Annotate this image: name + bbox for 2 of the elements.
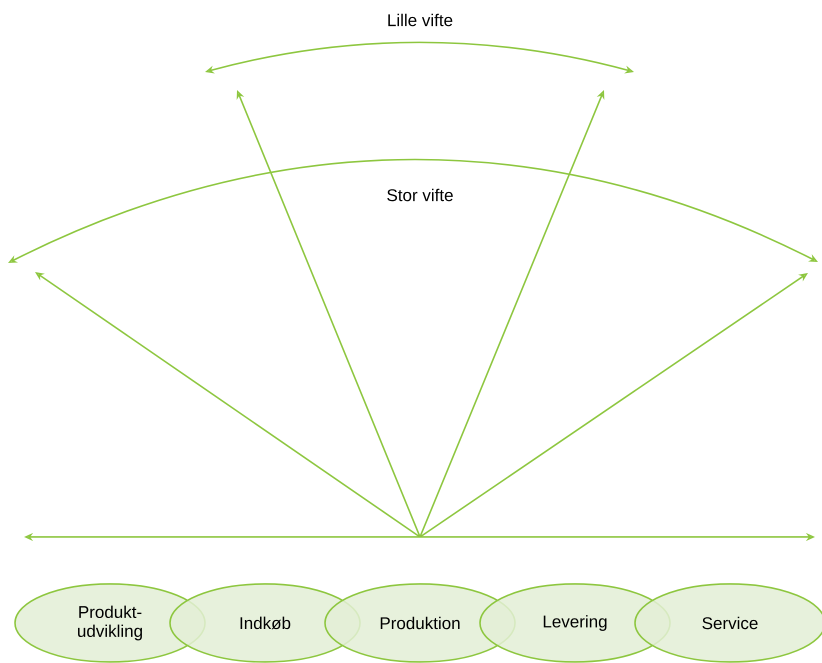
arc-label: Lille vifte bbox=[388, 14, 452, 26]
arc-label: Stor vifte bbox=[387, 188, 453, 202]
